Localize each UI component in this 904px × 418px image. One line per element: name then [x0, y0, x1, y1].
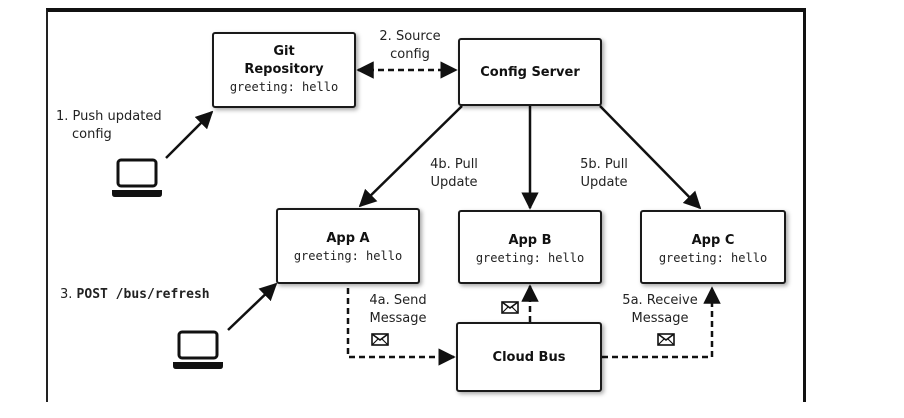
arrow-config-to-app-c: [599, 105, 702, 210]
diagram-frame: [46, 8, 806, 408]
step-5a-line1: 5a. Receive: [622, 293, 698, 308]
step-3-prefix: 3.: [60, 287, 77, 302]
git-repository-title-line2: Repository: [244, 62, 324, 77]
step-4a-line1: 4a. Send: [369, 293, 427, 308]
step-2-line1: 2. Source: [379, 29, 441, 44]
git-repository-node: Git Repository greeting: hello: [212, 32, 356, 108]
step-2-label: 2. Source config: [370, 28, 450, 64]
step-1-line2: config: [72, 127, 112, 142]
step-5a-label: 5a. Receive Message: [614, 292, 706, 328]
step-1-label: 1. Push updated config: [56, 108, 162, 144]
app-b-config: greeting: hello: [475, 251, 585, 265]
envelope-icon: [371, 333, 389, 346]
laptop-icon: [173, 330, 223, 369]
app-a-node: App A greeting: hello: [276, 208, 420, 284]
app-c-title: App C: [691, 233, 735, 248]
cloud-bus-node: Cloud Bus: [456, 322, 602, 392]
config-server-title: Config Server: [480, 65, 580, 80]
app-b-node: App B greeting: hello: [458, 210, 602, 284]
step-5a-line2: Message: [631, 311, 689, 326]
git-repository-title-line1: Git: [273, 44, 295, 59]
step-1-line1: 1. Push updated: [56, 109, 162, 124]
app-c-node: App C greeting: hello: [640, 210, 786, 284]
app-a-title: App A: [326, 231, 370, 246]
git-repository-config: greeting: hello: [229, 80, 339, 94]
step-5b-label: 5b. Pull Update: [566, 156, 642, 192]
step-4a-line2: Message: [369, 311, 427, 326]
arrow-cloud-bus-to-app-c: [602, 286, 721, 359]
laptop-icon: [112, 158, 162, 197]
envelope-icon: [501, 301, 519, 314]
step-4b-label: 4b. Pull Update: [416, 156, 492, 192]
config-server-node: Config Server: [458, 38, 602, 106]
step-3-command: POST /bus/refresh: [76, 287, 210, 302]
step-4b-line2: Update: [430, 175, 478, 190]
step-4b-line1: 4b. Pull: [430, 157, 478, 172]
envelope-icon: [657, 333, 675, 346]
arrow-post-to-app-a: [227, 282, 278, 331]
arrow-app-a-to-cloud-bus: [346, 288, 456, 366]
step-2-line2: config: [390, 47, 430, 62]
step-5b-line2: Update: [580, 175, 628, 190]
arrow-push-to-git: [165, 110, 214, 159]
arrow-config-to-app-a: [358, 105, 463, 208]
app-a-config: greeting: hello: [293, 249, 403, 263]
step-3-label: 3. POST /bus/refresh: [60, 286, 210, 304]
app-b-title: App B: [508, 233, 552, 248]
frame-bottom-fade: [46, 402, 806, 418]
app-c-config: greeting: hello: [658, 251, 768, 265]
step-5b-line1: 5b. Pull: [580, 157, 628, 172]
cloud-bus-title: Cloud Bus: [492, 350, 566, 365]
step-4a-label: 4a. Send Message: [356, 292, 440, 328]
